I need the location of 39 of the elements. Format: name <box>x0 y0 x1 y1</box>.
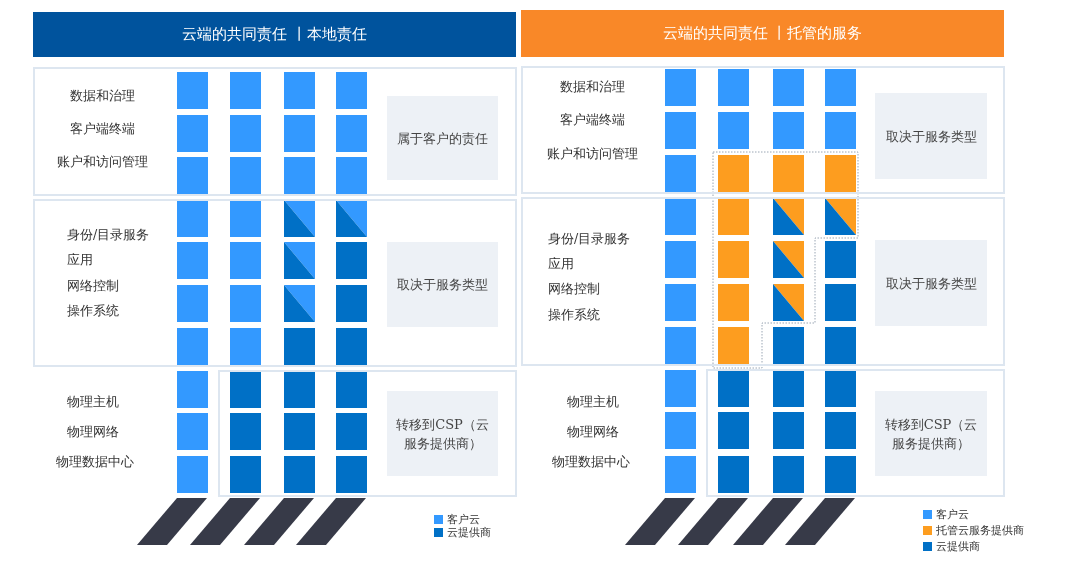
legend-label: 客户云 <box>447 512 480 527</box>
row-label: 操作系统 <box>67 303 119 320</box>
row-label: 应用 <box>67 252 93 269</box>
row-label: 物理数据中心 <box>56 454 134 471</box>
section-frame <box>218 370 517 497</box>
section-frame <box>521 197 1005 366</box>
row-label: 操作系统 <box>548 307 600 324</box>
legend-label: 托管云服务提供商 <box>936 523 1024 538</box>
note-panel: 取决于服务类型 <box>875 93 987 179</box>
row-label: 物理数据中心 <box>552 454 630 471</box>
note-panel: 转移到CSP（云服务提供商） <box>387 391 498 476</box>
row-label: 数据和治理 <box>69 88 135 105</box>
row-label: 网络控制 <box>67 278 119 295</box>
row-label: 物理网络 <box>567 424 619 441</box>
row-label: 身份/目录服务 <box>548 231 631 248</box>
note-panel: 取决于服务类型 <box>875 240 987 326</box>
row-label: 物理主机 <box>567 394 619 411</box>
legend-label: 云提供商 <box>447 525 491 540</box>
row-label: 客户端终端 <box>69 121 135 138</box>
note-panel: 取决于服务类型 <box>387 242 498 327</box>
row-label: 数据和治理 <box>559 79 625 96</box>
legend-label: 客户云 <box>936 507 969 522</box>
row-label: 客户端终端 <box>559 112 625 129</box>
section-frame <box>33 67 517 196</box>
row-label: 应用 <box>548 256 574 273</box>
row-label: 身份/目录服务 <box>67 227 150 244</box>
row-label: 网络控制 <box>548 281 600 298</box>
title-banner: 云端的共同责任 丨本地责任 <box>33 12 516 57</box>
section-frame <box>706 369 1005 497</box>
row-label: 账户和访问管理 <box>546 146 638 163</box>
note-panel: 属于客户的责任 <box>387 96 498 180</box>
row-label: 账户和访问管理 <box>56 154 148 171</box>
legend-label: 云提供商 <box>936 539 980 554</box>
row-label: 物理主机 <box>67 394 119 411</box>
section-frame <box>521 66 1005 194</box>
section-frame <box>33 199 517 367</box>
row-label: 物理网络 <box>67 424 119 441</box>
note-panel: 转移到CSP（云服务提供商） <box>875 391 987 476</box>
title-banner: 云端的共同责任 丨托管的服务 <box>521 10 1004 57</box>
